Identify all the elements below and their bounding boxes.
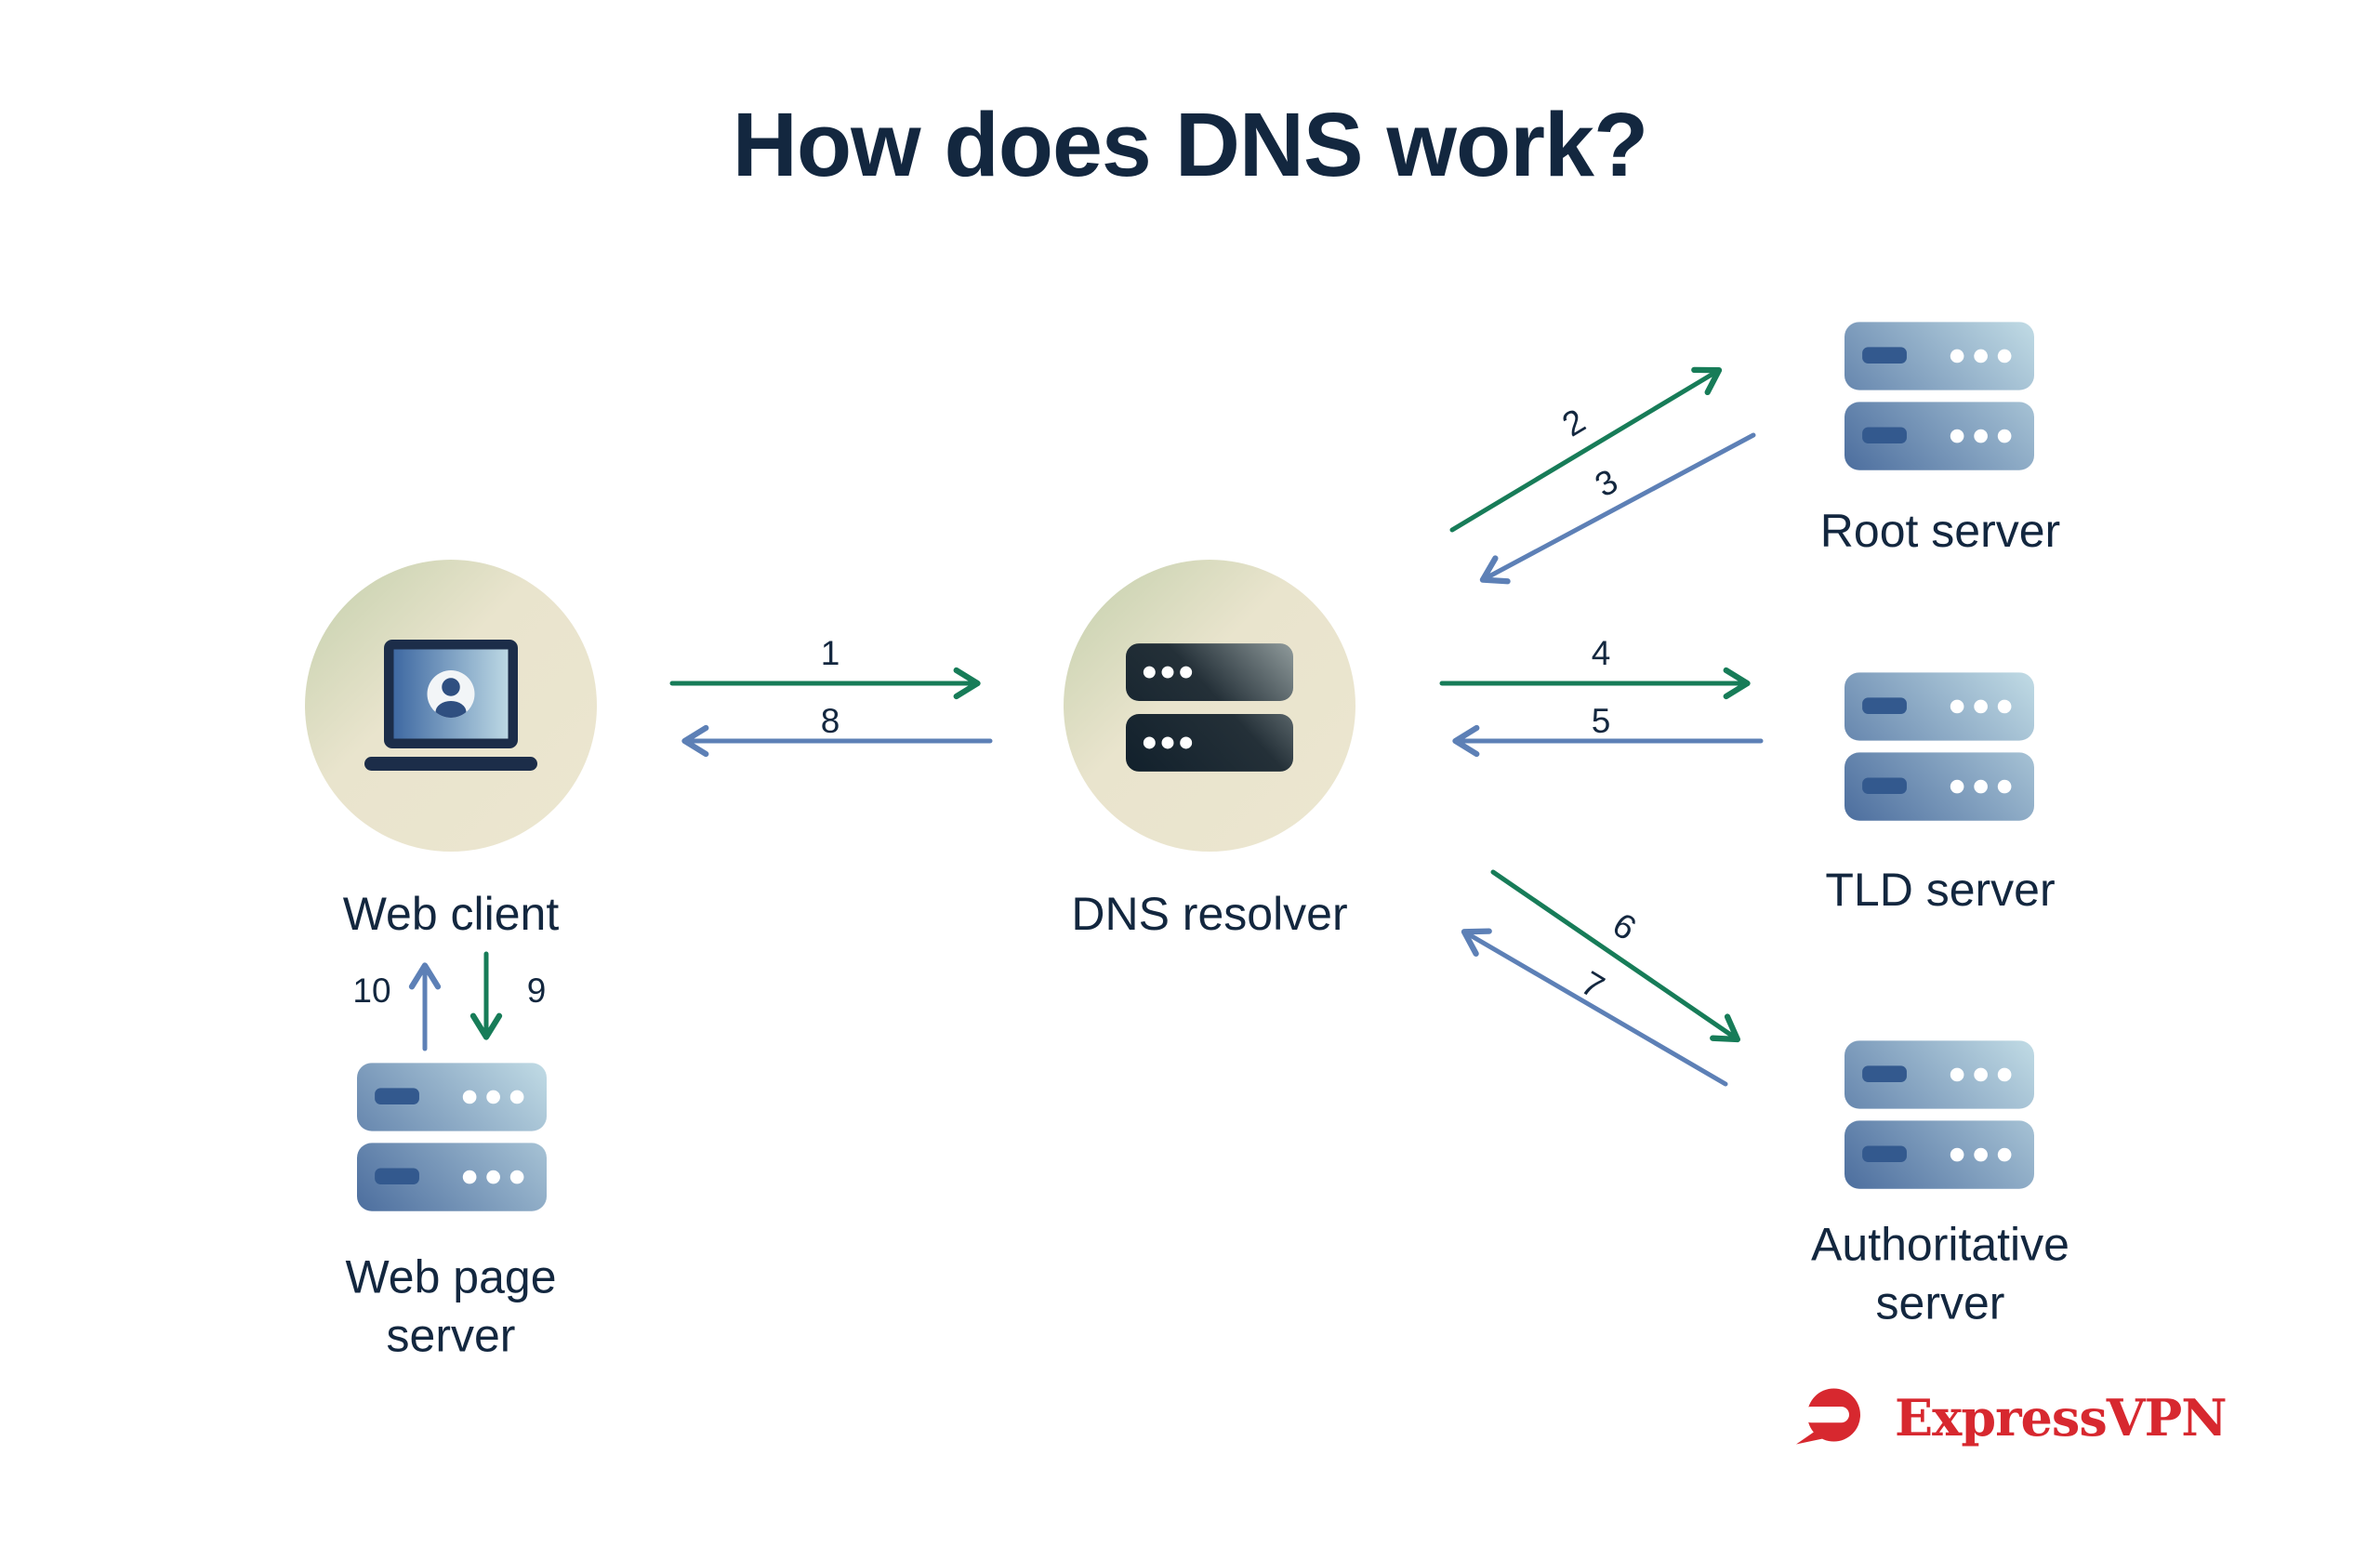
expressvpn-logo-icon (1796, 1388, 1860, 1445)
step-label-10: 10 (352, 972, 391, 1010)
arrow-6-query (1490, 869, 1741, 1043)
web-page-server-icon (357, 1063, 547, 1211)
dns-resolver-server-icon (1126, 643, 1293, 772)
dns-resolver-label: DNS resolver (1071, 887, 1348, 940)
step-label-5: 5 (1591, 702, 1611, 740)
tld-server-label: TLD server (1825, 863, 2056, 916)
step-label-4: 4 (1591, 634, 1611, 672)
dns-resolver-circle (1064, 560, 1355, 852)
laptop-icon (364, 640, 537, 771)
web-page-server-label: Web page server (345, 1250, 557, 1362)
web-client-label: Web client (342, 887, 560, 940)
arrow-7-response (1461, 928, 1728, 1087)
expressvpn-wordmark: ExpressVPN (1895, 1388, 2228, 1448)
step-label-9: 9 (526, 972, 547, 1010)
step-label-8: 8 (820, 702, 840, 740)
brand-footer: ExpressVPN (1785, 1387, 2228, 1448)
authoritative-server-icon (1844, 1040, 2034, 1189)
authoritative-server-label: Authoritative server (1811, 1218, 2069, 1329)
step-label-1: 1 (820, 634, 840, 672)
root-server-label: Root server (1819, 504, 2061, 557)
arrow-2-query (1449, 366, 1723, 533)
root-server-icon (1844, 322, 2034, 470)
tld-server-icon (1844, 672, 2034, 821)
arrow-3-response (1479, 432, 1756, 585)
page-title: How does DNS work? (732, 94, 1648, 195)
